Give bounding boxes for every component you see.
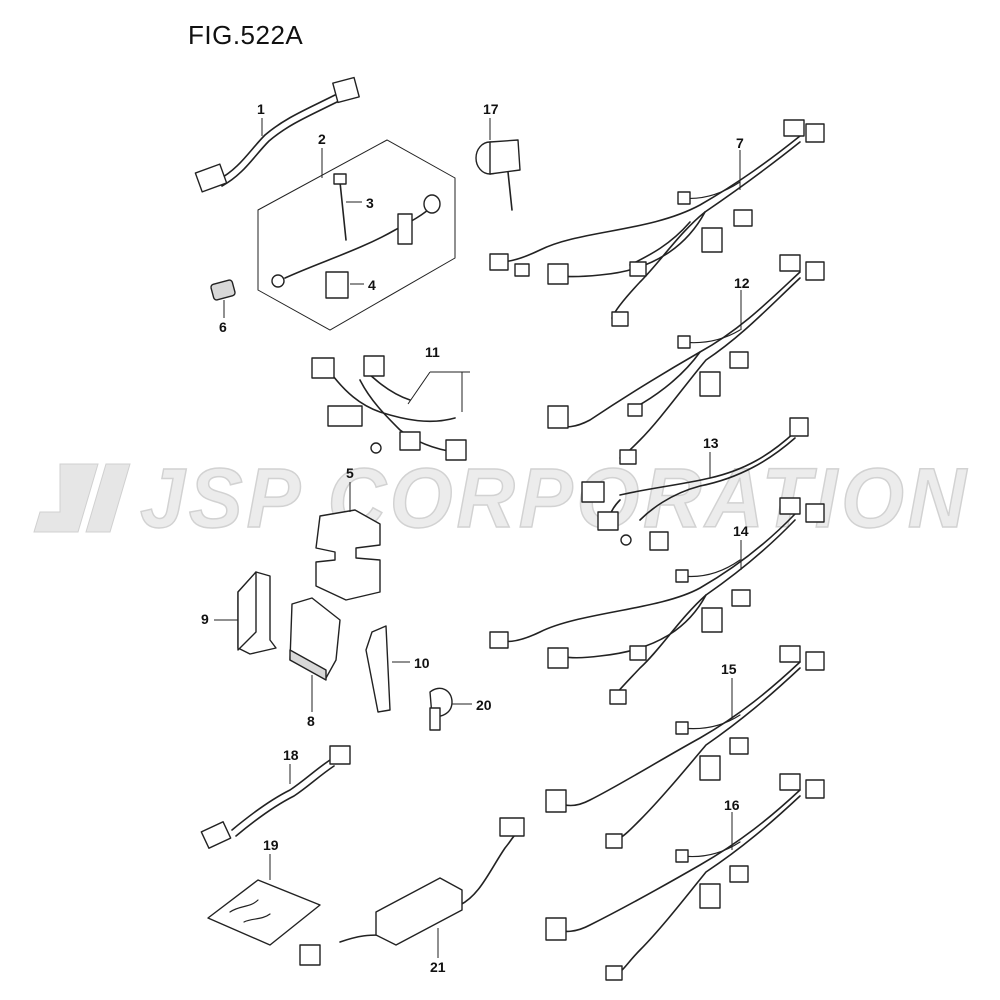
callout-9: 9 [201,611,209,627]
callout-7: 7 [736,135,744,151]
part-20-clip[interactable] [429,687,472,731]
part-11-sub-harness[interactable] [311,355,470,461]
callout-17: 17 [483,101,499,117]
part-5-cover[interactable] [315,482,381,601]
part-9-bracket[interactable] [214,571,277,655]
callout-4: 4 [368,277,376,293]
part-2-ground-cable[interactable] [271,194,441,288]
part-7-harness[interactable] [489,119,825,327]
callout-1: 1 [257,101,265,117]
part-8-control-unit[interactable] [289,597,341,712]
callout-14: 14 [733,523,749,539]
part-19-bag[interactable] [207,854,321,946]
callout-3: 3 [366,195,374,211]
callout-16: 16 [724,797,740,813]
part-21-harness-module[interactable] [299,817,525,966]
callout-6: 6 [219,319,227,335]
part-3-cable-tie[interactable] [333,173,362,241]
callout-11: 11 [425,344,440,360]
part-4-clip[interactable] [325,271,364,299]
callout-20: 20 [476,697,492,713]
callout-8: 8 [307,713,315,729]
callout-5: 5 [346,465,354,481]
callout-13: 13 [703,435,719,451]
part-10-bracket[interactable] [365,625,410,713]
figure-title: FIG.522A [188,20,304,50]
part-15-harness[interactable] [545,645,825,849]
part-1-harness[interactable] [194,76,360,193]
part-13-harness[interactable] [581,417,809,551]
callout-21: 21 [430,959,446,975]
watermark-logo-icon [33,463,131,533]
part-14-harness[interactable] [489,497,825,705]
watermark: JSP CORPORATION [33,452,970,542]
callout-15: 15 [721,661,737,677]
callout-10: 10 [414,655,430,671]
callout-2: 2 [318,131,326,147]
part-6-cap[interactable] [210,279,236,318]
part-17-sensor[interactable] [475,118,521,211]
callout-18: 18 [283,747,299,763]
callout-12: 12 [734,275,750,291]
part-12-harness[interactable] [547,254,825,465]
watermark-text: JSP CORPORATION [140,452,970,542]
callout-19: 19 [263,837,279,853]
part-16-harness[interactable] [545,773,825,981]
part-18-harness[interactable] [200,745,351,849]
part-2-kit-box[interactable] [257,139,456,331]
